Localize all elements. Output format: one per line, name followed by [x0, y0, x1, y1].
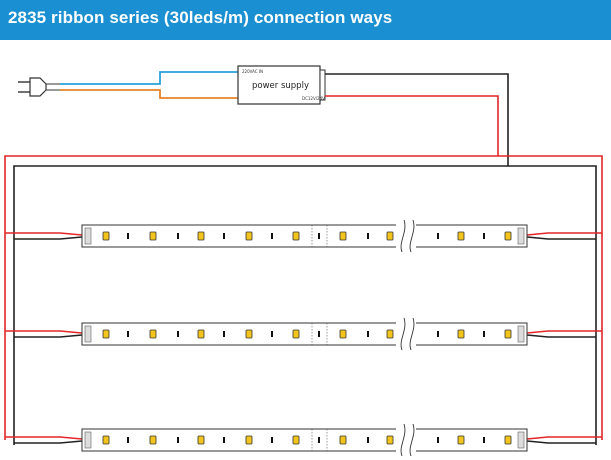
led-chip-icon: [504, 435, 512, 445]
break-gap: [396, 222, 416, 250]
positive-bus-right: [498, 155, 603, 440]
break-gap: [396, 320, 416, 348]
break-mark-icon: [400, 317, 406, 351]
led-chip-icon: [386, 435, 394, 445]
resistor-icon: [177, 331, 179, 337]
resistor-icon: [367, 437, 369, 443]
strip-right-negative-lead: [526, 334, 596, 338]
strip-2: [5, 317, 602, 351]
led-chip-icon: [386, 329, 394, 339]
power-supply: 220VAC IN power supply DC12V/24V: [237, 65, 326, 105]
positive-bus: [4, 155, 498, 440]
strip-3: [5, 423, 602, 457]
title-banner: 2835 ribbon series (30leds/m) connection…: [0, 0, 611, 40]
led-chip-icon: [339, 231, 347, 241]
resistor-icon: [367, 331, 369, 337]
ac-plug-icon: [18, 77, 60, 97]
led-chip-icon: [504, 231, 512, 241]
solder-pad: [517, 227, 525, 245]
solder-pad: [517, 325, 525, 343]
strip-left-positive-lead: [5, 436, 83, 440]
led-chip-icon: [102, 231, 110, 241]
resistor-icon: [483, 233, 485, 239]
break-mark-icon: [400, 423, 406, 457]
led-chip-icon: [245, 435, 253, 445]
led-chip-icon: [457, 435, 465, 445]
led-chip-icon: [292, 231, 300, 241]
led-chip-icon: [457, 231, 465, 241]
break-mark-icon: [409, 317, 415, 351]
resistor-icon: [437, 233, 439, 239]
led-chip-icon: [339, 329, 347, 339]
strip-right-negative-lead: [526, 236, 596, 240]
led-chip-icon: [102, 435, 110, 445]
resistor-icon: [483, 437, 485, 443]
resistor-icon: [318, 233, 320, 239]
resistor-icon: [271, 331, 273, 337]
strip-right-positive-lead: [526, 232, 602, 236]
break-mark-icon: [409, 219, 415, 253]
strip-left-negative-lead: [14, 334, 83, 338]
negative-bus-right: [508, 165, 597, 445]
strip-1: [5, 219, 602, 253]
strip-left-negative-lead: [14, 236, 83, 240]
led-chip-icon: [292, 435, 300, 445]
ps-label: power supply: [252, 81, 309, 91]
strip-right-positive-lead: [526, 436, 602, 440]
solder-pad: [84, 325, 92, 343]
led-chip-icon: [245, 329, 253, 339]
resistor-icon: [318, 331, 320, 337]
ac-neutral-wire: [60, 89, 238, 99]
break-mark-icon: [409, 423, 415, 457]
led-chip-icon: [504, 329, 512, 339]
ps-input-label: 220VAC IN: [242, 69, 263, 74]
dc-positive-output: [325, 95, 499, 156]
resistor-icon: [437, 437, 439, 443]
led-chip-icon: [197, 231, 205, 241]
ac-live-wire: [60, 71, 238, 85]
led-chip-icon: [457, 329, 465, 339]
resistor-icon: [271, 233, 273, 239]
led-chip-icon: [102, 329, 110, 339]
led-chip-icon: [292, 329, 300, 339]
solder-pad: [517, 431, 525, 449]
led-chip-icon: [149, 435, 157, 445]
resistor-icon: [437, 331, 439, 337]
solder-pad: [84, 227, 92, 245]
resistor-icon: [223, 233, 225, 239]
resistor-icon: [271, 437, 273, 443]
dc-negative-output: [325, 73, 509, 166]
led-chip-icon: [149, 231, 157, 241]
break-mark-icon: [400, 219, 406, 253]
resistor-icon: [127, 233, 129, 239]
led-chip-icon: [197, 435, 205, 445]
resistor-icon: [223, 437, 225, 443]
led-chip-icon: [339, 435, 347, 445]
led-chip-icon: [386, 231, 394, 241]
page-title: 2835 ribbon series (30leds/m) connection…: [8, 8, 393, 27]
resistor-icon: [177, 437, 179, 443]
resistor-icon: [127, 331, 129, 337]
led-chip-icon: [197, 329, 205, 339]
resistor-icon: [223, 331, 225, 337]
led-chip-icon: [245, 231, 253, 241]
strip-left-positive-lead: [5, 232, 83, 236]
strip-right-negative-lead: [526, 440, 596, 444]
solder-pad: [84, 431, 92, 449]
strip-left-negative-lead: [14, 440, 83, 444]
negative-bus: [13, 165, 508, 445]
resistor-icon: [177, 233, 179, 239]
resistor-icon: [127, 437, 129, 443]
led-chip-icon: [149, 329, 157, 339]
strip-right-positive-lead: [526, 330, 602, 334]
resistor-icon: [367, 233, 369, 239]
resistor-icon: [483, 331, 485, 337]
ps-output-label: DC12V/24V: [302, 96, 325, 101]
break-gap: [396, 426, 416, 454]
strip-left-positive-lead: [5, 330, 83, 334]
resistor-icon: [318, 437, 320, 443]
